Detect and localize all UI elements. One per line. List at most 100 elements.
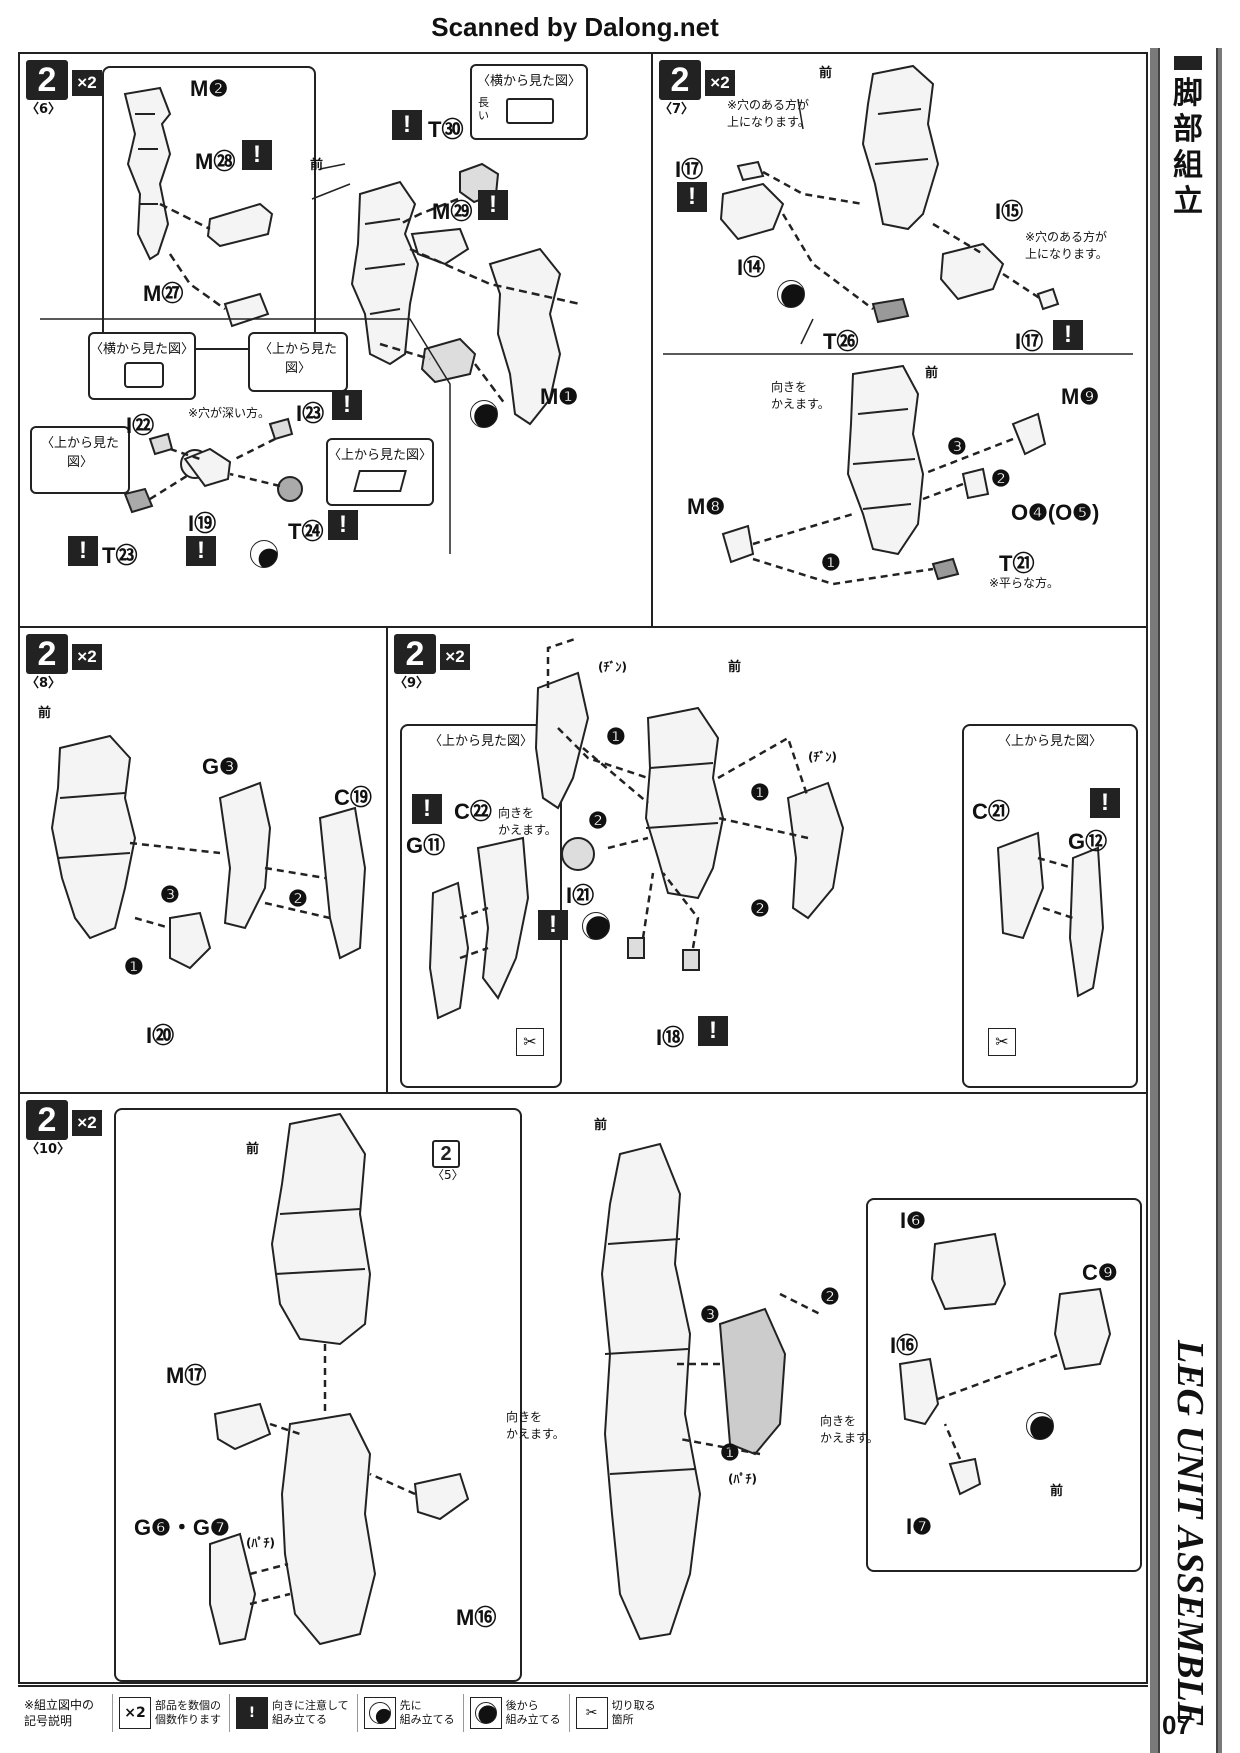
order-number: ❶: [124, 954, 144, 979]
part-t24-drawing: [277, 476, 303, 502]
step-7-illustration: [663, 64, 1133, 586]
scan-credit: Scanned by Dalong.net: [431, 12, 719, 42]
part-label-m2: M❷: [190, 76, 229, 101]
legend-item-multiplier: ×2 部品を数個の 個数作ります: [112, 1694, 221, 1732]
callout-title: 〈横から見た図〉: [476, 74, 581, 89]
callout-top-view: 〈上から見た図〉: [248, 332, 348, 392]
warning-icon: !: [68, 536, 98, 566]
callout-title: 〈上から見た図〉: [258, 342, 337, 376]
warning-icon: !: [186, 536, 216, 566]
turn-around-note: 向きを かえます。: [771, 380, 830, 411]
part-label-m17: M⑰: [166, 1363, 207, 1388]
step-8-panel: 2 ×2 〈8〉 前 G❸ C⑲ I⑳ ❶ ❷ ❸: [18, 626, 388, 1094]
part-m1-drawing: [488, 247, 562, 426]
multiplier-badge: ×2: [72, 644, 102, 670]
callout-top-view-2: 〈上から見た図〉: [30, 426, 130, 494]
part-g6-drawing: [209, 1532, 257, 1646]
assemble-after-icon: [469, 1697, 502, 1729]
part-label-i14: I⑭: [737, 255, 766, 280]
step-7-panel: 2 ×2 〈7〉 前 ※穴のある方が 上になります。 I⑰ ! I⑭ I⑮ ※穴…: [651, 52, 1148, 628]
part-label-i7: I❼: [906, 1514, 932, 1539]
part-label-i20: I⑳: [146, 1023, 175, 1048]
warning-icon: !: [242, 140, 272, 170]
warning-icon: !: [328, 510, 358, 540]
part-label-c22: C㉒: [454, 799, 492, 824]
part-label-i19: I⑲: [188, 511, 217, 536]
part-i7-drawing: [948, 1457, 982, 1496]
step-badge: 2 ×2: [26, 1100, 102, 1140]
part-central-drawing: [350, 180, 420, 366]
symbol-legend: ※組立図中の 記号説明 ×2 部品を数個の 個数作ります ! 向きに注意して 組…: [18, 1685, 1148, 1739]
part-c19-drawing: [318, 806, 367, 960]
part-m17-drawing: [213, 1402, 272, 1451]
deep-hole-note: ※穴が深い方。: [188, 406, 271, 420]
step-6-panel: 2 ×2 〈6〉: [18, 52, 653, 628]
assemble-after-icon: [1026, 1412, 1054, 1440]
front-indicator: 前: [1050, 1484, 1064, 1499]
front-indicator: 前: [819, 66, 833, 81]
part-m16-drawing: [413, 1472, 470, 1521]
warning-icon: !: [698, 1016, 728, 1046]
part-label-m9: M❾: [1061, 384, 1100, 409]
part-lower-leg-drawing: [280, 1412, 377, 1646]
warning-icon: !: [1053, 320, 1083, 350]
order-number: ❷: [288, 886, 308, 911]
part-label-m27: M㉗: [143, 281, 184, 306]
part-m9-drawing: [1011, 412, 1047, 456]
part-i17b-drawing: [1036, 287, 1060, 311]
order-number: ❸: [160, 882, 180, 907]
part-label-i18: I⑱: [656, 1025, 685, 1050]
legend-text: 後から 組み立てる: [505, 1699, 561, 1726]
page-number: 07: [1162, 1710, 1191, 1740]
section-char: 立: [1173, 184, 1203, 219]
part-m2-drawing: [123, 86, 172, 261]
front-indicator: 前: [246, 1142, 260, 1157]
warning-icon: !: [412, 794, 442, 824]
legend-text: 切り取る 箇所: [611, 1699, 656, 1726]
section-char: 脚: [1173, 76, 1203, 111]
step-9-illustration: [428, 636, 1105, 1020]
step-substep: 〈10〉: [26, 1142, 71, 1157]
section-char: 組: [1173, 148, 1203, 183]
part-label-i23: I㉓: [296, 401, 325, 426]
part-label-t30: T㉚: [428, 117, 464, 142]
multiplier-badge: ×2: [440, 644, 470, 670]
part-label-i17: I⑰: [675, 157, 704, 182]
step-10-illustration: [209, 1112, 1112, 1646]
order-number: ❷: [588, 808, 608, 833]
part-i14-drawing: [719, 182, 785, 241]
legend-item-after: 後から 組み立てる: [462, 1694, 561, 1732]
section-marker: [1174, 56, 1202, 70]
click-sound: (ﾁﾞﾝ): [808, 750, 837, 764]
t30-side-shape: [506, 98, 554, 124]
part-leg-assembly-drawing: [50, 734, 137, 940]
front-indicator: 前: [310, 158, 324, 173]
front-indicator: 前: [925, 366, 939, 381]
part-upper-torso-drawing: [861, 64, 940, 231]
part-i16-drawing: [898, 1357, 940, 1426]
step-badge: 2 ×2: [659, 60, 735, 100]
part-label-g12: G⑫: [1068, 829, 1108, 854]
click-sound: (ﾁﾞﾝ): [598, 660, 627, 674]
nipper-icon: ✂: [988, 1028, 1016, 1056]
callout-title: 〈上から見た図〉: [997, 734, 1102, 749]
part-full-leg-drawing: [600, 1142, 702, 1641]
section-title-en: LEG UNIT ASSEMBLE: [1169, 1340, 1211, 1728]
part-label-t26: T㉖: [823, 329, 859, 354]
click-sound: (ﾊﾟﾁ): [728, 1472, 757, 1486]
part-label-i21: I㉑: [566, 883, 595, 908]
part-label-o4: O❹(O❺): [1011, 500, 1100, 525]
part-label-i15: I⑮: [995, 199, 1024, 224]
step-8-illustration: [50, 734, 367, 970]
part-m27-drawing: [223, 292, 270, 328]
warning-icon: !: [1090, 788, 1120, 818]
multiplier-badge: ×2: [705, 70, 735, 96]
part-o4-drawing: [961, 467, 990, 500]
callout-side-view-2: 〈横から見た図〉: [88, 332, 196, 400]
section-title-en-wrap: LEG UNIT ASSEMBLE: [1160, 1308, 1216, 1728]
part-m28-drawing: [206, 202, 274, 248]
part-m8-drawing: [721, 524, 755, 564]
part-armor-plate-drawing: [718, 1307, 787, 1456]
part-label-i16: I⑯: [890, 1333, 919, 1358]
callout-left-box: 〈上から見た図〉: [400, 724, 562, 1088]
